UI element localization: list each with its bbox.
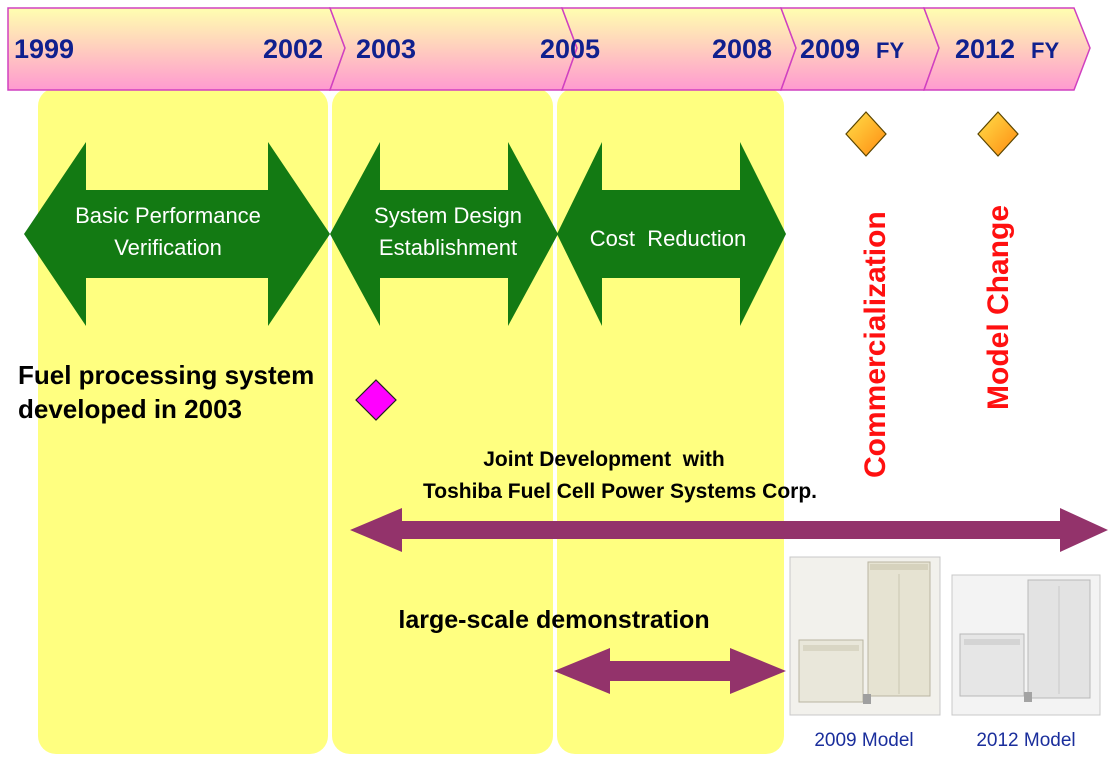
fuel-note-line1: Fuel processing system <box>18 360 314 390</box>
timeline-year-2005: 2005 <box>540 34 600 64</box>
phase-label-system-line1: System Design <box>374 203 522 228</box>
phase-label-basic-line2: Verification <box>114 235 222 260</box>
phase-arrow-basic-performance <box>24 142 330 326</box>
demonstration-label: large-scale demonstration <box>398 606 709 634</box>
phase-label-cost: Cost Reduction <box>590 226 747 251</box>
model-2009-photo <box>789 556 941 716</box>
fuel-processing-diamond <box>355 379 397 421</box>
timeline-year-2002: 2002 <box>263 34 323 64</box>
timeline-bar <box>7 7 1091 91</box>
joint-development-arrow <box>350 508 1108 552</box>
joint-development-line1: Joint Development with <box>483 448 725 471</box>
timeline-fy-2012: FY <box>1031 38 1059 63</box>
phase-arrow-cost-reduction <box>557 142 786 326</box>
milestone-diamond-model-change <box>977 111 1019 157</box>
phase-label-system-line2: Establishment <box>379 235 517 260</box>
milestone-label-commercialization: Commercialization <box>859 211 892 478</box>
joint-development-line2: Toshiba Fuel Cell Power Systems Corp. <box>423 480 817 503</box>
timeline-year-2003: 2003 <box>356 34 416 64</box>
milestone-diamond-commercialization <box>845 111 887 157</box>
timeline-year-2009: 2009 <box>800 34 860 64</box>
phase-arrow-system-design <box>330 142 558 326</box>
milestone-label-model-change: Model Change <box>982 205 1015 410</box>
timeline-year-2008: 2008 <box>712 34 772 64</box>
model-2009-caption: 2009 Model <box>814 730 913 751</box>
model-2012-photo <box>951 574 1101 716</box>
timeline-year-2012: 2012 <box>955 34 1015 64</box>
phase-label-basic-line1: Basic Performance <box>75 203 261 228</box>
timeline-year-1999: 1999 <box>14 34 74 64</box>
timeline-fy-2009: FY <box>876 38 904 63</box>
demonstration-arrow <box>554 648 786 694</box>
model-2012-caption: 2012 Model <box>976 730 1075 751</box>
timeline-segment-2012 <box>922 7 1091 91</box>
fuel-note-line2: developed in 2003 <box>18 394 242 424</box>
